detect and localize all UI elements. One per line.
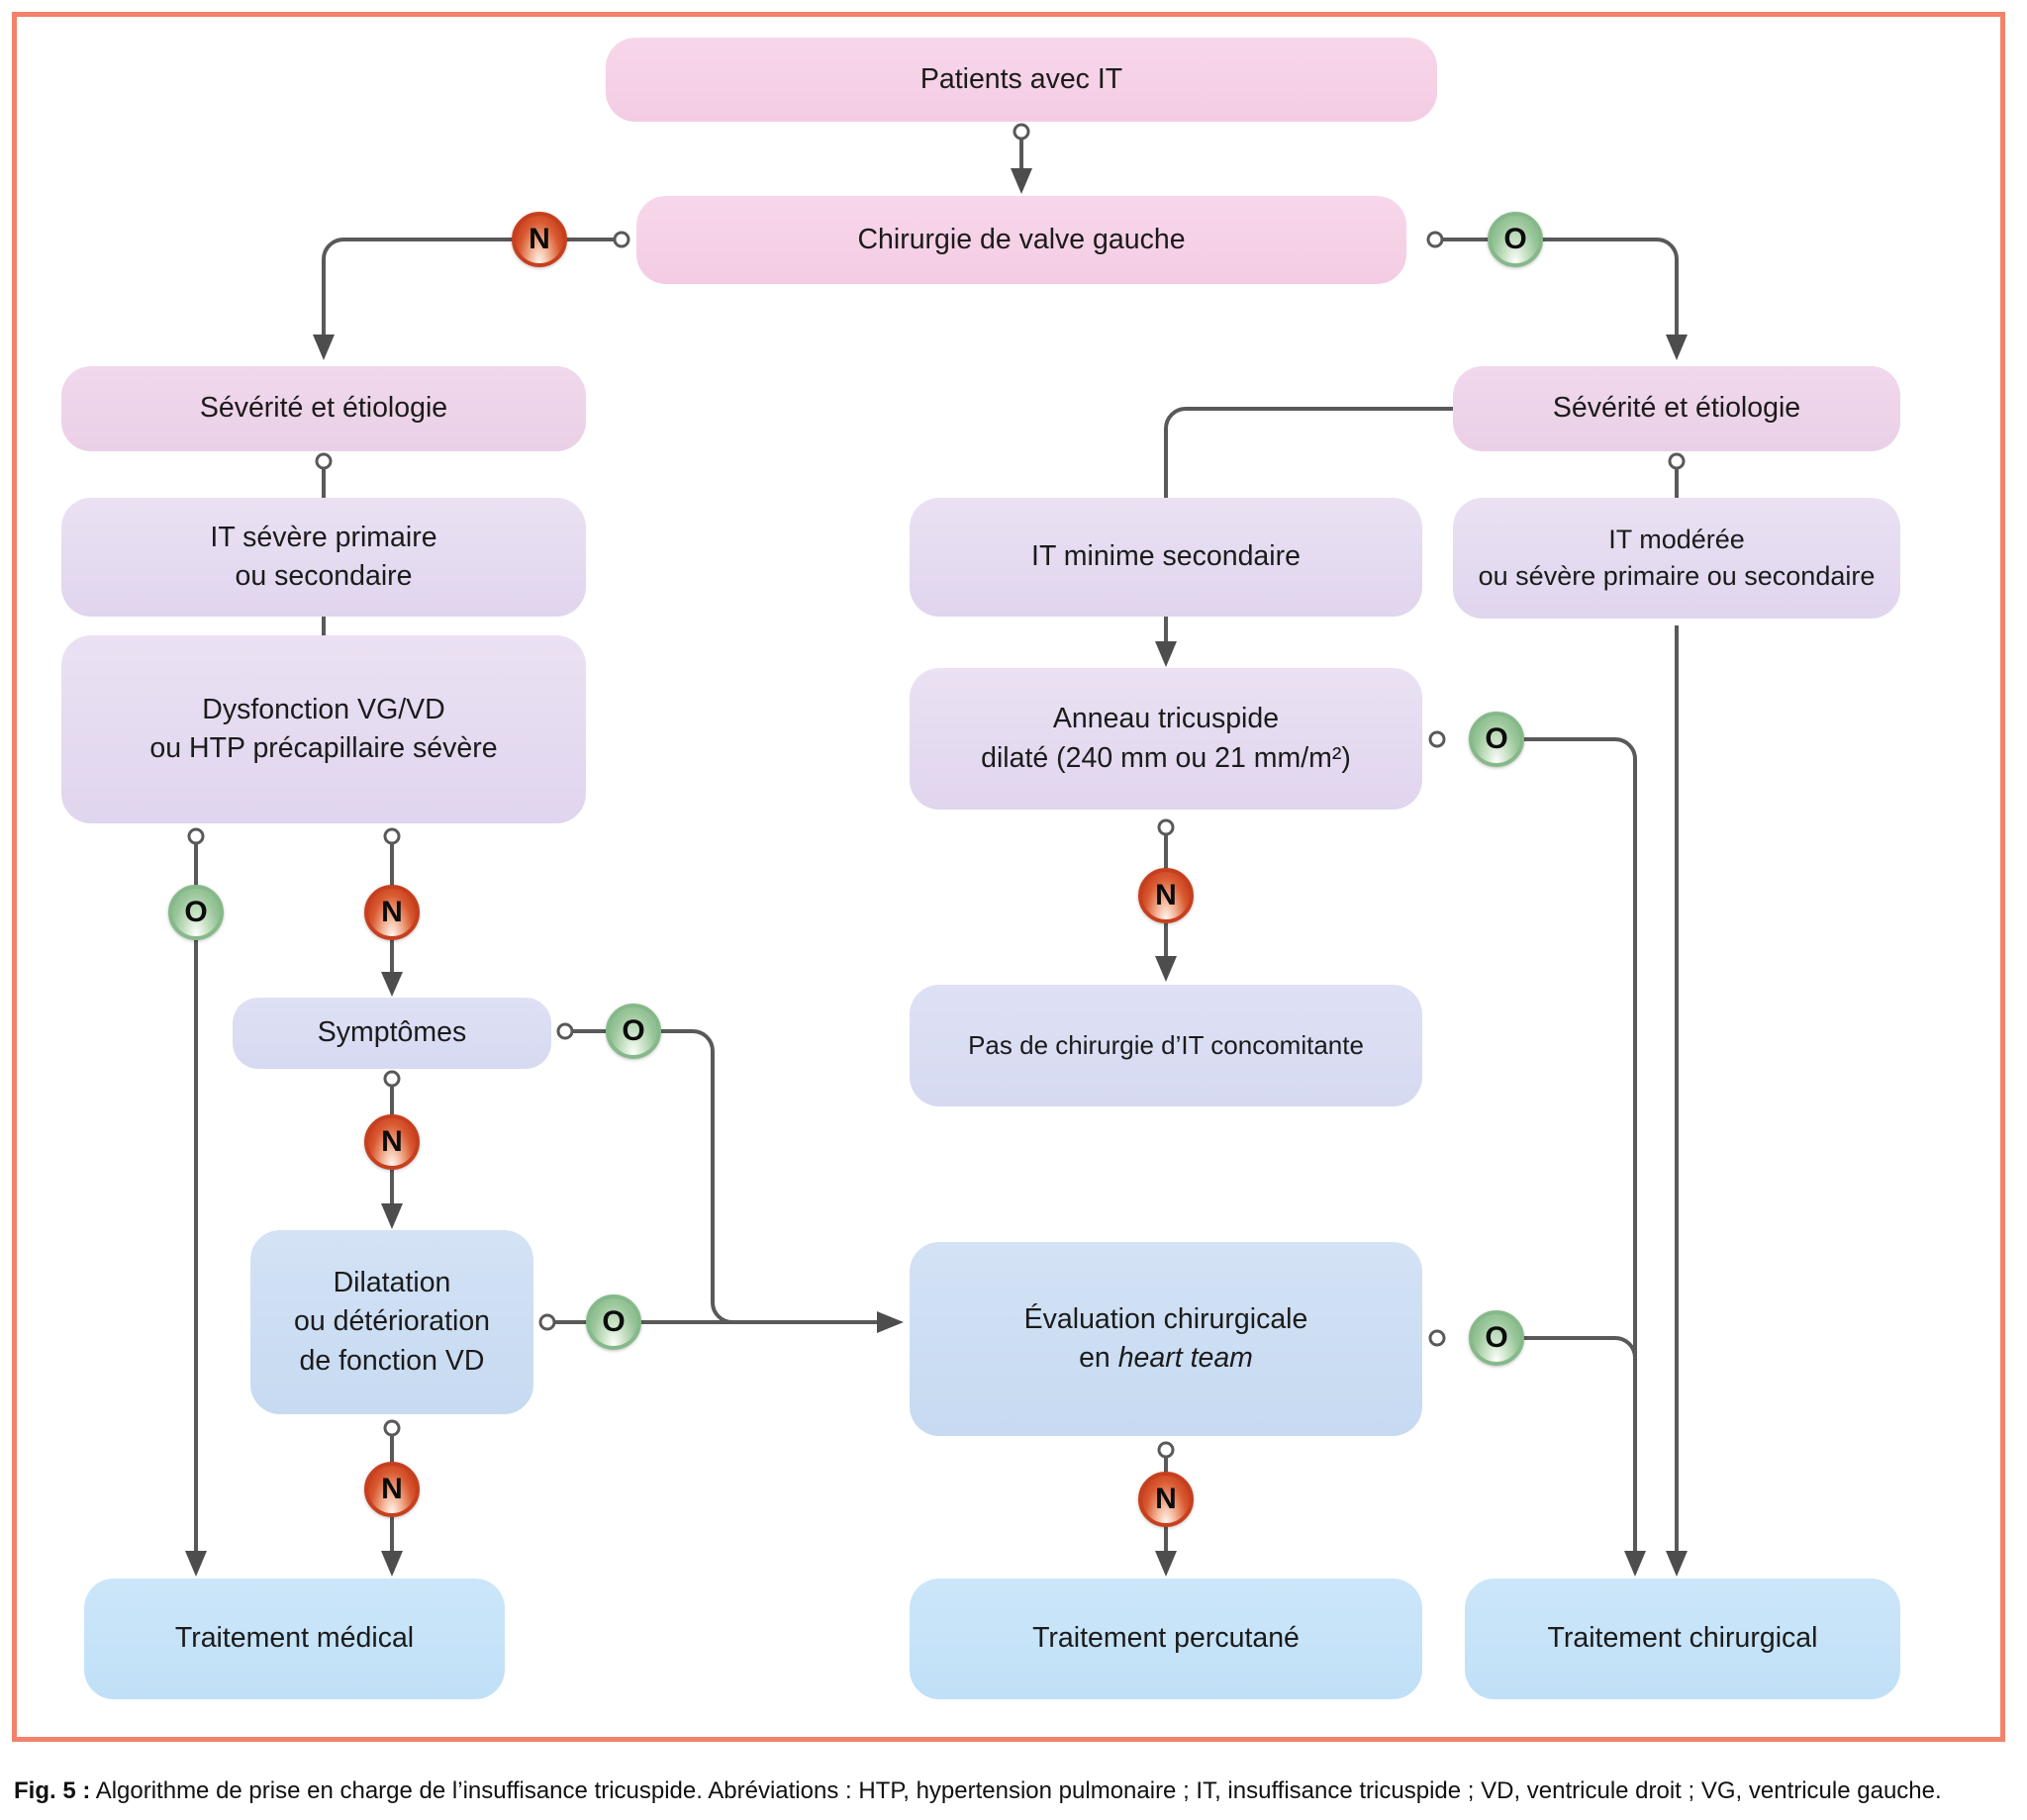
- node-chirurgical-label: Traitement chirurgical: [1547, 1622, 1818, 1655]
- node-evaluation-line2: en heart team: [1079, 1339, 1253, 1378]
- badge-letter: N: [529, 223, 550, 255]
- node-severite-etiologie-left: Sévérité et étiologie: [61, 366, 586, 451]
- node-dilatation: Dilatation ou détérioration de fonction …: [250, 1230, 533, 1414]
- node-traitement-medical: Traitement médical: [84, 1579, 505, 1699]
- figure-caption-label: Fig. 5 :: [14, 1777, 91, 1804]
- node-it-moderee-line1: IT modérée: [1608, 524, 1745, 554]
- node-evaluation-line2-prefix: en: [1079, 1342, 1118, 1374]
- node-evaluation-heart-team: Évaluation chirurgicale en heart team: [910, 1242, 1422, 1436]
- badge-letter: O: [622, 1014, 645, 1047]
- badge-letter: O: [184, 896, 208, 928]
- node-evaluation-line2-italic: heart team: [1117, 1342, 1253, 1374]
- node-severite-right-label: Sévérité et étiologie: [1552, 392, 1801, 425]
- badge-yes-symptomes: O: [606, 1004, 661, 1059]
- node-it-severe: IT sévère primaire ou secondaire: [61, 498, 586, 617]
- node-patients: Patients avec IT: [606, 38, 1437, 122]
- badge-yes-chirurgie: O: [1488, 212, 1543, 267]
- badge-letter: O: [1485, 722, 1508, 755]
- node-patients-label: Patients avec IT: [919, 62, 1123, 95]
- node-anneau-line1: Anneau tricuspide: [1052, 703, 1280, 735]
- node-it-minime: IT minime secondaire: [910, 498, 1422, 617]
- badge-letter: O: [1485, 1321, 1508, 1354]
- node-severite-etiologie-right: Sévérité et étiologie: [1453, 366, 1900, 451]
- figure-caption-text: Algorithme de prise en charge de l’insuf…: [90, 1777, 1942, 1804]
- node-percutane-label: Traitement percutané: [1032, 1622, 1300, 1655]
- badge-letter: N: [381, 896, 403, 928]
- node-it-severe-line1: IT sévère primaire: [210, 521, 437, 553]
- badge-no-evaluation: N: [1138, 1472, 1194, 1527]
- node-dysfonction: Dysfonction VG/VD ou HTP précapillaire s…: [61, 635, 586, 823]
- badge-no-dilatation: N: [364, 1462, 420, 1517]
- badge-letter: N: [1155, 879, 1177, 911]
- node-dysfonction-line2: ou HTP précapillaire sévère: [149, 732, 498, 764]
- node-symptomes: Symptômes: [233, 998, 551, 1069]
- badge-no-dysfonction: N: [364, 885, 420, 940]
- badge-yes-dysfonction: O: [168, 885, 224, 940]
- badge-yes-anneau: O: [1469, 712, 1524, 767]
- node-dilatation-line1: Dilatation: [333, 1267, 451, 1298]
- node-dysfonction-line1: Dysfonction VG/VD: [202, 693, 445, 725]
- node-pas-chirurgie-label: Pas de chirurgie d’IT concomitante: [968, 1029, 1364, 1060]
- node-it-moderee: IT modérée ou sévère primaire ou seconda…: [1453, 498, 1900, 619]
- node-it-minime-label: IT minime secondaire: [1031, 540, 1301, 573]
- node-medical-label: Traitement médical: [174, 1622, 415, 1655]
- badge-letter: N: [1155, 1483, 1177, 1515]
- node-anneau-tricuspide: Anneau tricuspide dilaté (240 mm ou 21 m…: [910, 668, 1422, 810]
- node-chirurgie-valve-gauche: Chirurgie de valve gauche: [636, 196, 1406, 284]
- badge-no-chirurgie: N: [512, 212, 567, 267]
- node-it-severe-line2: ou secondaire: [235, 560, 413, 592]
- node-severite-left-label: Sévérité et étiologie: [199, 392, 448, 425]
- figure-caption: Fig. 5 : Algorithme de prise en charge d…: [14, 1777, 2015, 1805]
- node-chirurgie-label: Chirurgie de valve gauche: [857, 223, 1186, 255]
- badge-letter: O: [602, 1305, 626, 1338]
- node-traitement-chirurgical: Traitement chirurgical: [1465, 1579, 1900, 1699]
- node-it-moderee-line2: ou sévère primaire ou secondaire: [1478, 561, 1876, 591]
- badge-no-anneau: N: [1138, 868, 1194, 923]
- node-pas-de-chirurgie: Pas de chirurgie d’IT concomitante: [910, 985, 1422, 1106]
- node-symptomes-label: Symptômes: [317, 1016, 467, 1049]
- badge-letter: N: [381, 1473, 403, 1505]
- node-dilatation-line2: ou détérioration: [293, 1305, 491, 1338]
- node-anneau-line2: dilaté (240 mm ou 21 mm/m²): [981, 741, 1351, 774]
- badge-yes-dilatation: O: [586, 1294, 641, 1350]
- badge-yes-evaluation: O: [1469, 1310, 1524, 1366]
- node-dilatation-line3: de fonction VD: [299, 1344, 485, 1377]
- badge-no-symptomes: N: [364, 1114, 420, 1170]
- node-evaluation-line1: Évaluation chirurgicale: [1023, 1302, 1308, 1335]
- badge-letter: O: [1503, 223, 1527, 255]
- node-traitement-percutane: Traitement percutané: [910, 1579, 1422, 1699]
- badge-letter: N: [381, 1125, 403, 1158]
